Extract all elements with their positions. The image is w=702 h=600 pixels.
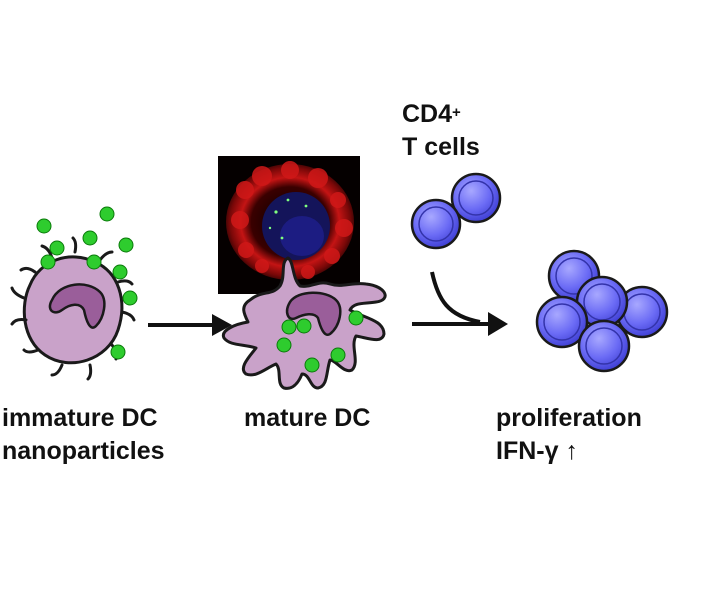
nanoparticle-icon bbox=[281, 319, 297, 335]
tcell-label-line2: T cells bbox=[402, 133, 480, 161]
t-cell-pair bbox=[410, 172, 502, 250]
t-cell-icon bbox=[575, 275, 629, 329]
outcome-label-line2: IFN-γ ↑ bbox=[496, 437, 578, 465]
immature-label: immature DC nanoparticles bbox=[2, 402, 165, 468]
t-cell-icon bbox=[410, 198, 462, 250]
immature-dc-icon bbox=[10, 236, 136, 381]
nanoparticle-icon bbox=[36, 218, 52, 234]
t-cell-icon bbox=[577, 319, 631, 373]
outcome-label-line1: proliferation bbox=[496, 404, 642, 432]
nanoparticle-icon bbox=[348, 310, 364, 326]
nanoparticle-icon bbox=[86, 254, 102, 270]
tcell-label-cd4: CD4 bbox=[402, 100, 453, 128]
nanoparticles-group bbox=[36, 206, 138, 360]
t-cell-icon bbox=[450, 172, 502, 224]
nanoparticle-icon bbox=[296, 318, 312, 334]
nanoparticle-icon bbox=[49, 240, 65, 256]
nanoparticle-icon bbox=[99, 206, 115, 222]
t-cell-cluster bbox=[535, 249, 669, 373]
immature-label-line1: immature DC bbox=[2, 404, 158, 432]
curved-arrow-icon bbox=[412, 271, 508, 336]
nanoparticle-icon bbox=[304, 357, 320, 373]
nanoparticle-icon bbox=[276, 337, 292, 353]
t-cell-icon bbox=[535, 295, 589, 349]
outcome-label: proliferation IFN-γ ↑ bbox=[496, 402, 642, 468]
immature-label-line2: nanoparticles bbox=[2, 437, 165, 465]
nanoparticle-icon bbox=[330, 347, 346, 363]
internalized-nanoparticles bbox=[276, 310, 364, 373]
mature-label: mature DC bbox=[244, 404, 371, 432]
nanoparticle-icon bbox=[122, 290, 138, 306]
nanoparticle-icon bbox=[110, 344, 126, 360]
tcell-label-sup: + bbox=[452, 104, 461, 121]
nanoparticle-icon bbox=[118, 237, 134, 253]
t-cell-icon bbox=[615, 285, 669, 339]
nanoparticle-icon bbox=[82, 230, 98, 246]
nanoparticle-icon bbox=[112, 264, 128, 280]
nanoparticle-icon bbox=[40, 254, 56, 270]
arrow-icon bbox=[148, 314, 232, 336]
tcell-label: CD4+ T cells bbox=[402, 98, 480, 164]
